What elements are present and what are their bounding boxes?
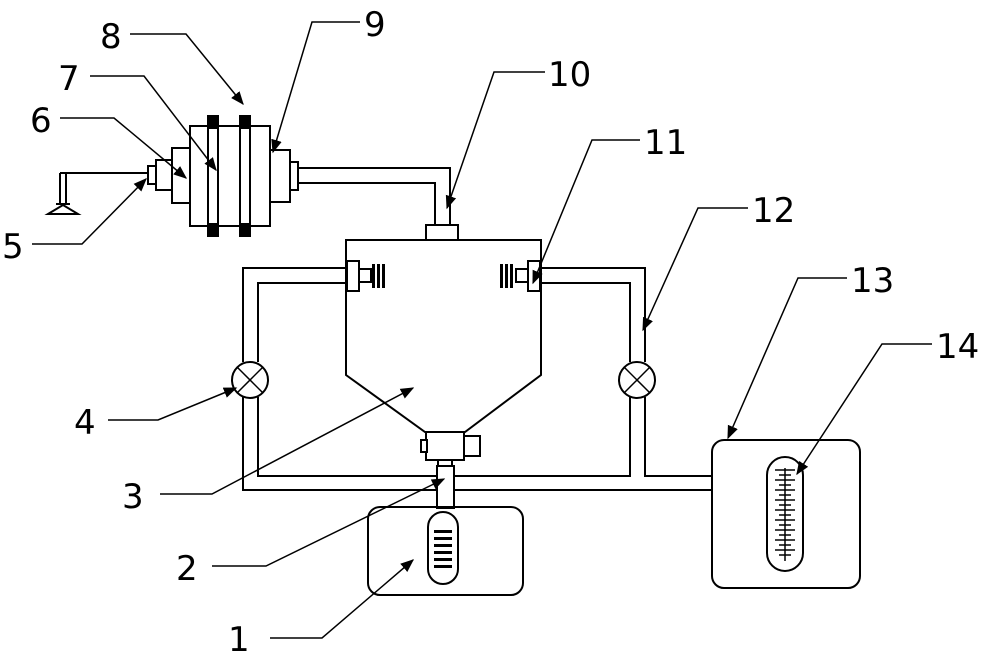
outlet-valve: [420, 431, 481, 467]
label-14: 14: [936, 327, 979, 367]
label-9: 9: [364, 5, 386, 45]
label-12: 12: [752, 191, 795, 231]
pump-pipe: [436, 465, 455, 509]
labels: 1 2 3 4 5 6 7 8 9 10 11 12 13 14: [2, 5, 979, 660]
top-inlet-fitting: [425, 224, 459, 241]
label-8: 8: [100, 17, 122, 57]
right-valve: [618, 361, 656, 399]
right-tank-gauge-scale: [775, 468, 795, 561]
left-return-pipe: [242, 267, 437, 491]
label-2: 2: [176, 549, 198, 589]
label-11: 11: [644, 123, 687, 163]
bottom-tank: [367, 506, 524, 596]
right-return-pipe: [454, 267, 712, 491]
label-13: 13: [851, 261, 894, 301]
label-6: 6: [30, 101, 52, 141]
label-7: 7: [58, 59, 80, 99]
label-1: 1: [228, 620, 250, 660]
left-valve: [231, 361, 269, 399]
filter-to-hopper-pipe: [298, 167, 451, 225]
inlet-pipe: [44, 172, 150, 215]
label-4: 4: [74, 403, 96, 443]
left-spray-nozzle: [346, 260, 385, 292]
leader-lines: [32, 21, 932, 639]
label-5: 5: [2, 227, 24, 267]
right-tank: [711, 439, 861, 589]
bottom-tank-gauge-marks: [434, 530, 452, 568]
right-spray-nozzle: [500, 260, 541, 292]
filter-assembly: [147, 115, 299, 237]
label-10: 10: [548, 55, 591, 95]
label-3: 3: [122, 477, 144, 517]
